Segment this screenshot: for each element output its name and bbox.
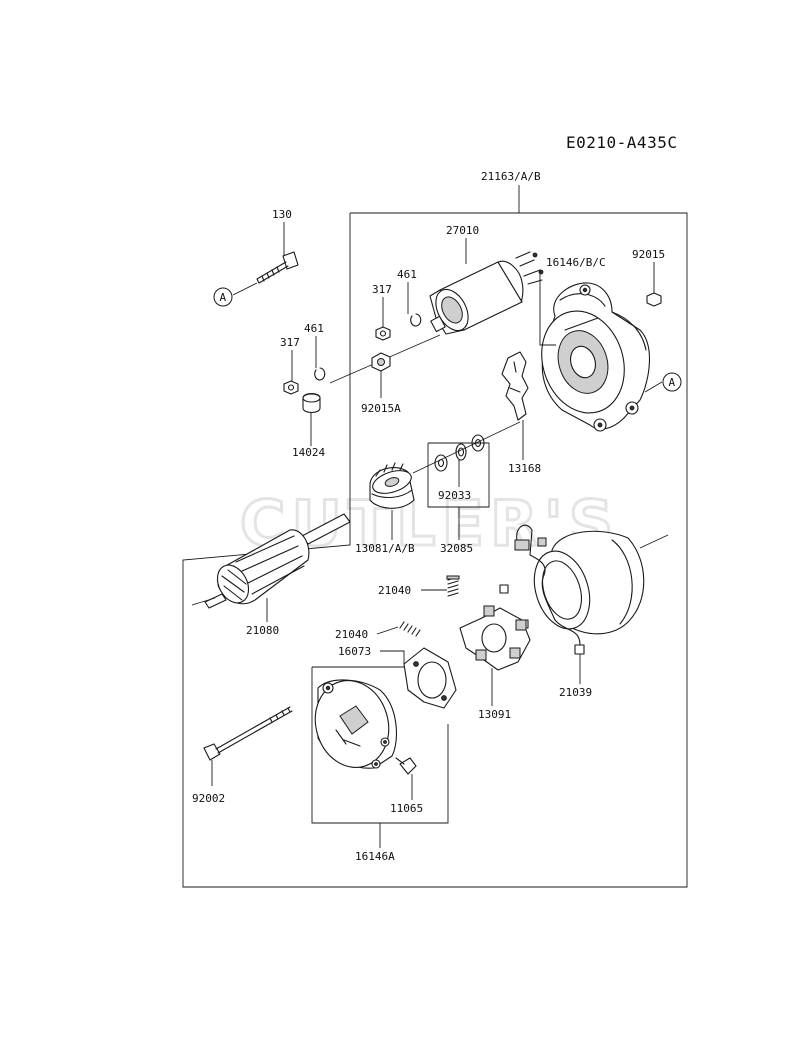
nut-317-top[interactable] <box>375 326 391 341</box>
label-16146: 16146/B/C <box>546 256 606 269</box>
label-16146a: 16146A <box>355 850 395 863</box>
label-461-top: 461 <box>397 268 417 281</box>
label-16073: 16073 <box>338 645 371 658</box>
yoke-21039[interactable] <box>525 530 645 636</box>
armature-axis-left <box>191 597 216 606</box>
ref-marker-a-right-text: A <box>669 376 676 389</box>
ref-marker-a-right: A <box>662 372 682 392</box>
label-92033: 92033 <box>438 489 471 502</box>
bolt-92002[interactable] <box>203 706 293 761</box>
clutch-axis <box>412 421 521 474</box>
label-92002: 92002 <box>192 792 225 805</box>
label-21080: 21080 <box>246 624 279 637</box>
label-21040-mid: 21040 <box>335 628 368 641</box>
clutch-13081[interactable] <box>369 462 415 509</box>
label-32085: 32085 <box>440 542 473 555</box>
label-14024: 14024 <box>292 446 325 459</box>
solenoid-27010[interactable] <box>429 251 544 336</box>
label-317-left: 317 <box>280 336 300 349</box>
leader-21040-mid <box>376 626 399 635</box>
brush-holder-13091[interactable] <box>459 605 531 671</box>
plate-16073[interactable] <box>403 647 457 709</box>
ref-marker-a-left-text: A <box>220 291 227 304</box>
label-21039: 21039 <box>559 686 592 699</box>
nut-92015[interactable] <box>646 292 662 307</box>
nut-317-left[interactable] <box>283 380 299 395</box>
label-13081: 13081/A/B <box>355 542 415 555</box>
diagram-code: E0210-A435C <box>566 133 677 152</box>
spring-21040-mid[interactable] <box>399 621 421 637</box>
label-461-left: 461 <box>304 322 324 335</box>
bolt-130[interactable] <box>256 251 299 284</box>
armature-21080[interactable] <box>204 513 351 609</box>
leader-16073 <box>380 650 405 664</box>
label-21040-top: 21040 <box>378 584 411 597</box>
bracket-32085 <box>427 443 490 508</box>
lever-13168[interactable] <box>501 351 529 421</box>
label-92015: 92015 <box>632 248 665 261</box>
yoke-axis-right <box>639 534 669 549</box>
leader-a-130 <box>232 282 258 296</box>
washer-461-top[interactable] <box>410 313 422 327</box>
rear-cover-16146a[interactable] <box>305 672 398 776</box>
assembly-boundary <box>182 212 688 888</box>
label-21163: 21163/A/B <box>481 170 541 183</box>
nut-92015a[interactable] <box>371 352 391 372</box>
label-11065: 11065 <box>390 802 423 815</box>
washer-461-left[interactable] <box>314 367 326 381</box>
screw-11065[interactable] <box>395 757 417 775</box>
label-13091: 13091 <box>478 708 511 721</box>
cap-14024[interactable] <box>302 392 321 414</box>
ref-marker-a-left: A <box>213 287 233 307</box>
spring-21040-top[interactable] <box>446 575 460 597</box>
washer-92033[interactable] <box>434 434 485 472</box>
leader-a-right <box>644 381 663 393</box>
label-13168: 13168 <box>508 462 541 475</box>
label-317-top: 317 <box>372 283 392 296</box>
label-130: 130 <box>272 208 292 221</box>
label-92015a: 92015A <box>361 402 401 415</box>
bracket-92033 <box>428 442 490 468</box>
label-27010: 27010 <box>446 224 479 237</box>
leader-16146 <box>539 270 556 346</box>
housing-16146[interactable] <box>529 282 651 432</box>
